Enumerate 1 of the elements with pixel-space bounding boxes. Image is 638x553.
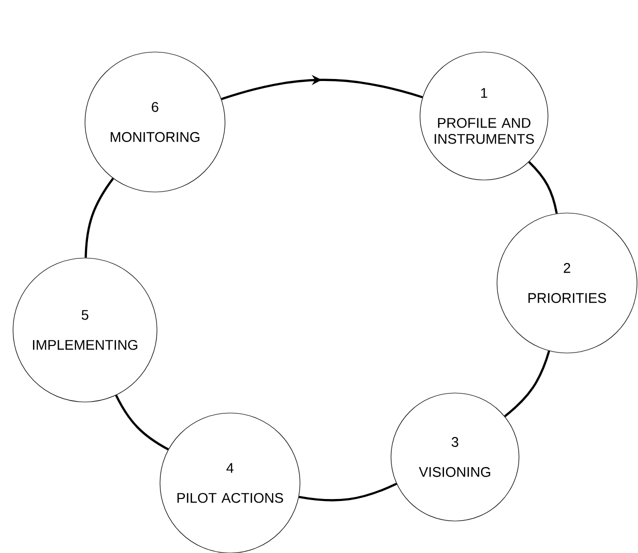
ring-arrow bbox=[221, 74, 423, 100]
